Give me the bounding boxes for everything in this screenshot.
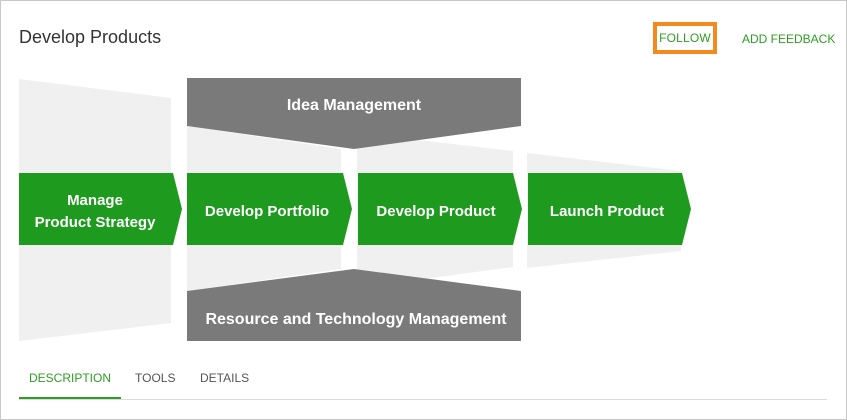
tab-bar: DESCRIPTION TOOLS DETAILS <box>19 359 827 400</box>
stage-develop-product[interactable] <box>358 173 522 245</box>
idea-management-label: Idea Management <box>287 97 422 114</box>
follow-button[interactable]: FOLLOW <box>653 22 717 54</box>
tab-tools[interactable]: TOOLS <box>135 371 176 385</box>
page-title: Develop Products <box>19 27 162 47</box>
add-feedback-link[interactable]: ADD FEEDBACK <box>742 32 836 46</box>
process-diagram: Idea Management Resource and Technology … <box>19 78 691 341</box>
stage-develop-portfolio[interactable] <box>187 173 352 245</box>
resource-technology-label: Resource and Technology Management <box>205 311 507 328</box>
stage-manage-product-strategy[interactable] <box>19 173 182 245</box>
stage-label: Manage <box>67 192 123 209</box>
stage-label: Launch Product <box>550 203 664 220</box>
resource-technology-bar <box>187 269 521 341</box>
tab-details[interactable]: DETAILS <box>200 371 250 385</box>
stage-launch-product[interactable] <box>528 173 691 245</box>
stage-label: Develop Product <box>376 203 495 220</box>
stage-label: Develop Portfolio <box>205 203 329 220</box>
tab-description[interactable]: DESCRIPTION <box>19 359 121 399</box>
idea-management-bar <box>187 78 521 149</box>
stage-label: Product Strategy <box>35 214 157 231</box>
